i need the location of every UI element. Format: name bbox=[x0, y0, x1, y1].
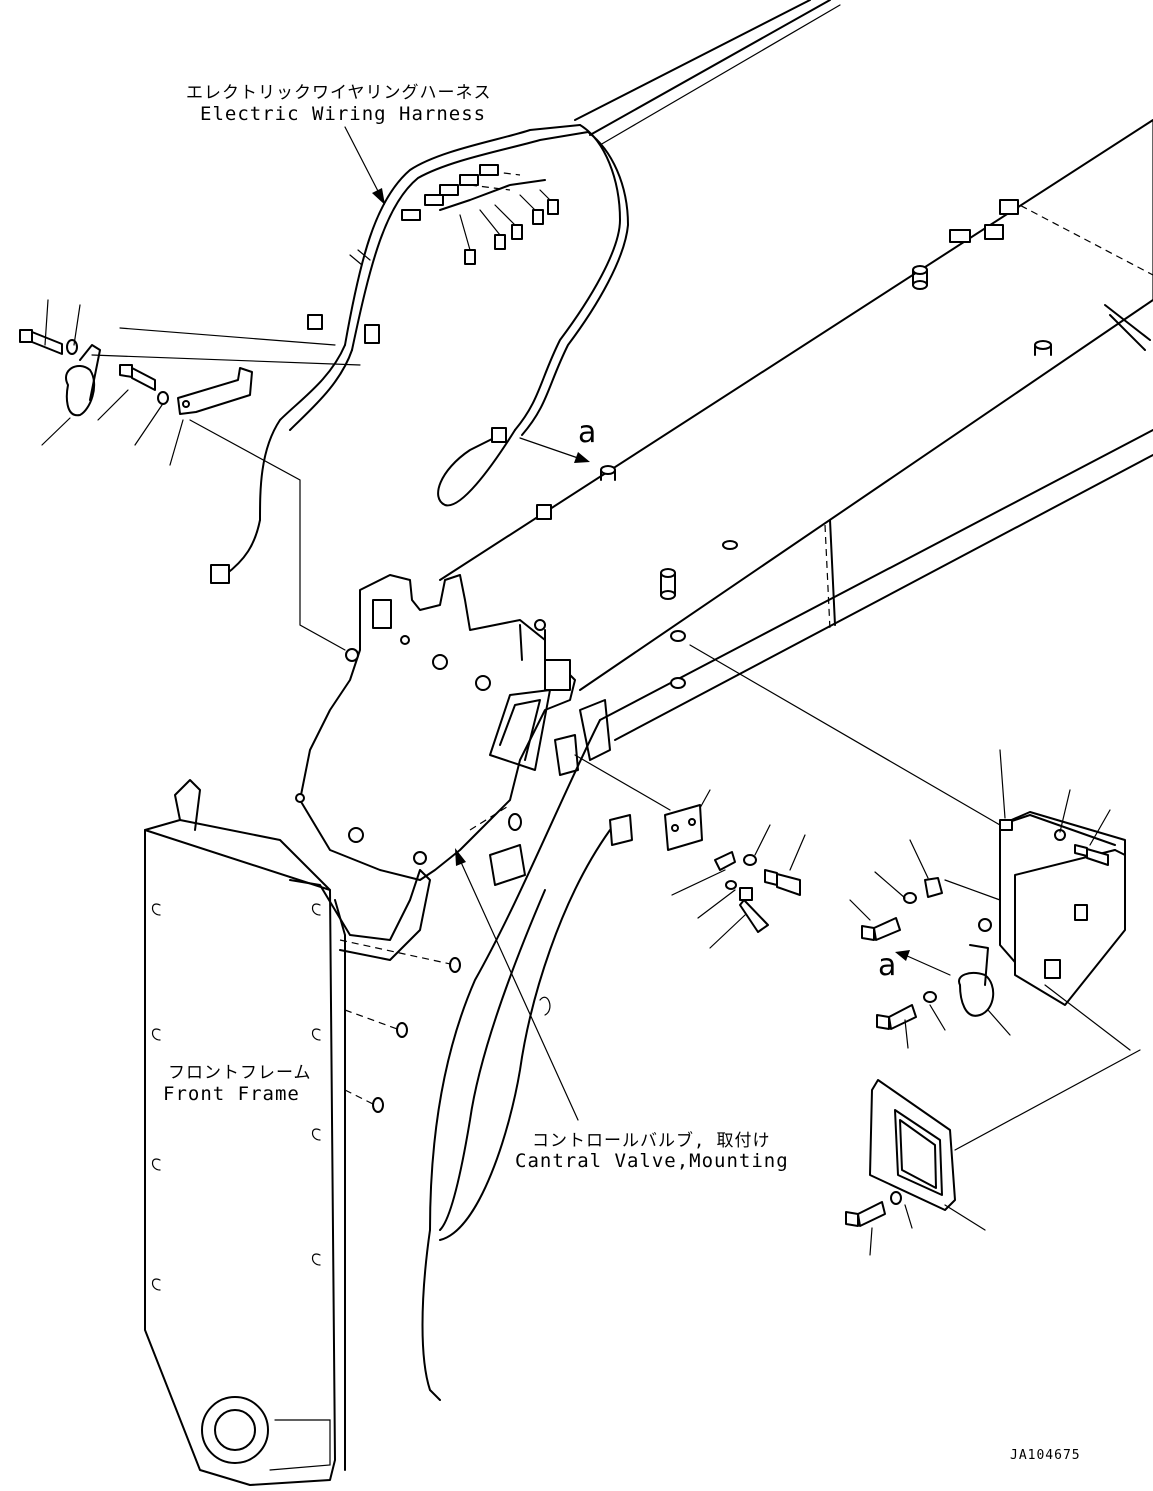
harness-leader bbox=[344, 126, 385, 205]
drawing-code: JA104675 bbox=[1010, 1448, 1081, 1463]
cover-plate bbox=[845, 1079, 986, 1256]
frame-label-en: Front Frame bbox=[163, 1083, 300, 1105]
bracket-assembly-center bbox=[574, 754, 806, 949]
boom-lower-section bbox=[421, 719, 633, 1401]
boom-outline bbox=[439, 119, 1153, 741]
harness-label-en: Electric Wiring Harness bbox=[200, 103, 487, 125]
view-a-callout-lower: a bbox=[878, 948, 898, 983]
front-frame bbox=[144, 779, 461, 1486]
frame-label-jp: フロントフレーム bbox=[168, 1063, 312, 1083]
control-valve-leader bbox=[455, 848, 579, 1121]
valve-label-en: Cantral Valve,Mounting bbox=[515, 1150, 789, 1172]
view-a-arrows bbox=[519, 437, 951, 976]
controller-box-assembly bbox=[689, 644, 1141, 1151]
view-a-callout-upper: a bbox=[578, 415, 598, 450]
valve-label-jp: コントロールバルブ, 取付け bbox=[532, 1131, 771, 1151]
harness-label-jp: エレクトリックワイヤリングハーネス bbox=[186, 83, 492, 103]
bracket-assembly-upper bbox=[19, 299, 361, 651]
valve-mounting-plate bbox=[295, 574, 611, 881]
upper-tubes bbox=[574, 0, 841, 146]
boom-bosses bbox=[536, 199, 1052, 689]
electric-wiring-harness bbox=[210, 124, 629, 584]
